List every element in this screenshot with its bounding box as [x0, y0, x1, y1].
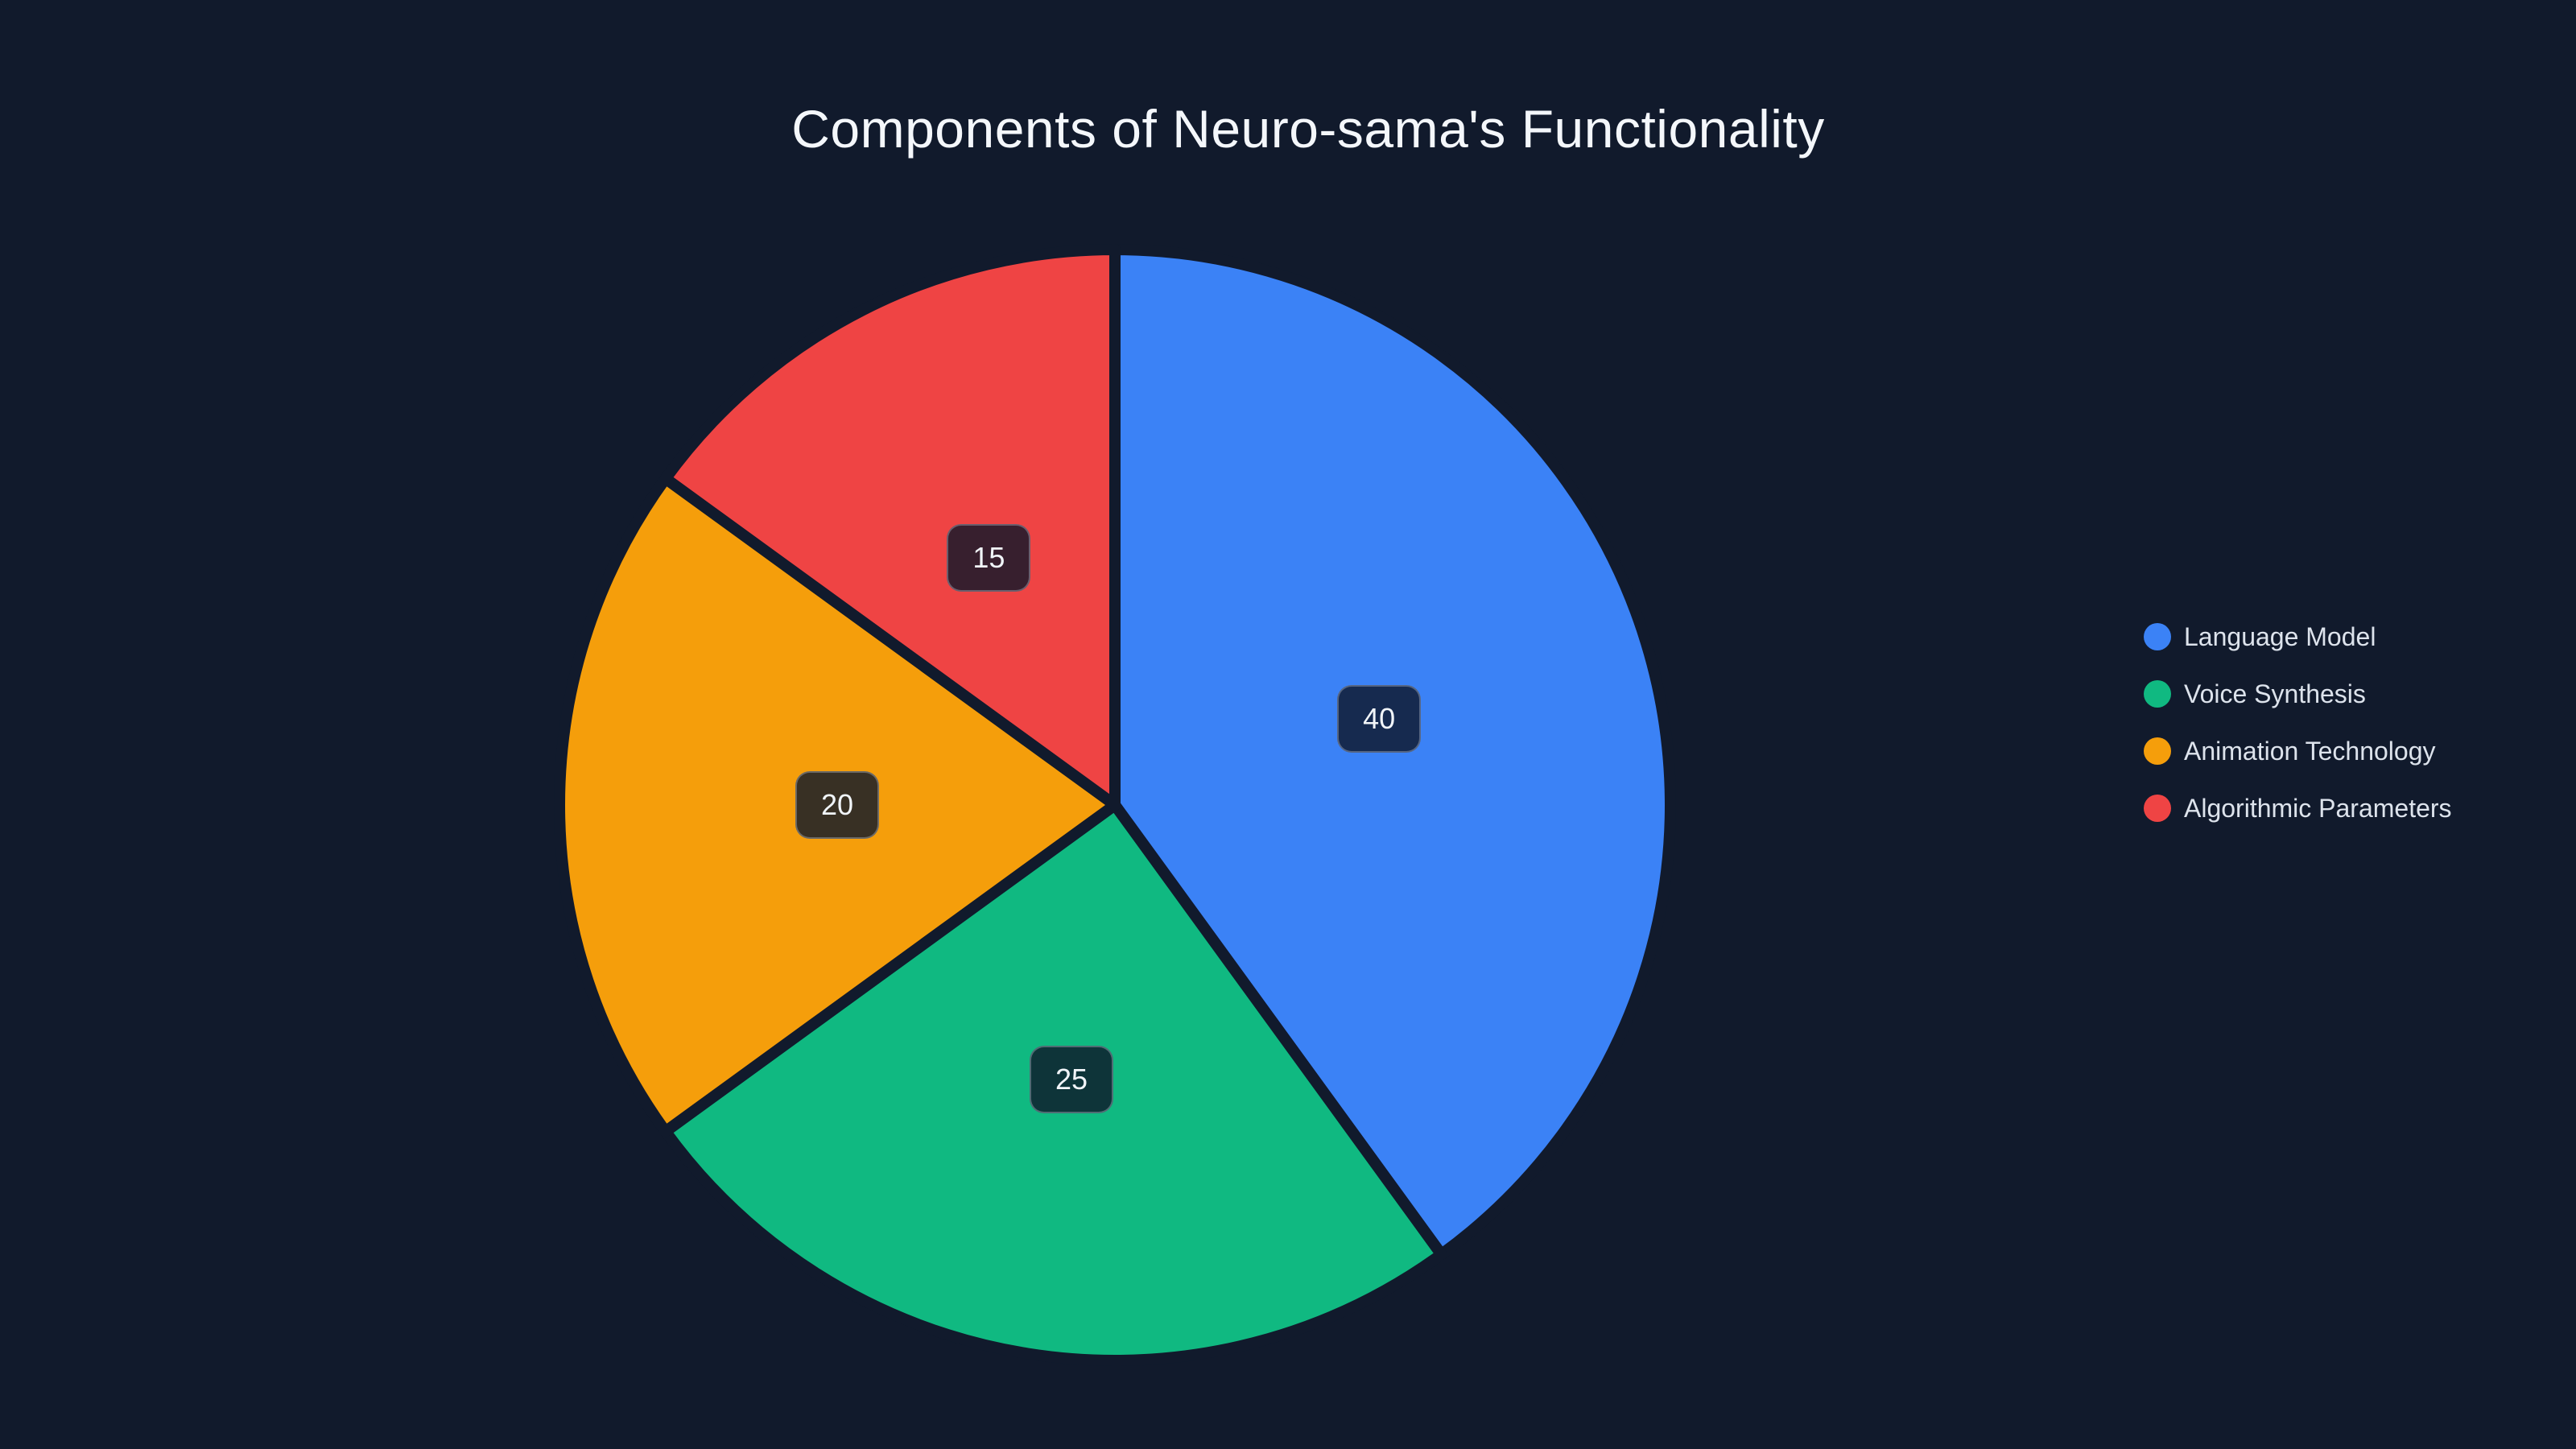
- legend-item-algorithmic-parameters[interactable]: Algorithmic Parameters: [2144, 793, 2452, 824]
- legend-item-animation-technology[interactable]: Animation Technology: [2144, 736, 2452, 766]
- chart-title: Components of Neuro-sama's Functionality: [791, 99, 1825, 159]
- pie-slice-separator: [554, 473, 1121, 1137]
- legend-item-language-model[interactable]: Language Model: [2144, 621, 2452, 652]
- pie-slice-separator: [659, 244, 1121, 811]
- legend-swatch-icon: [2144, 737, 2171, 765]
- pie-slice-separator: [659, 799, 1447, 1366]
- legend-item-label: Voice Synthesis: [2184, 679, 2366, 708]
- slice-value-label-language-model: 40: [1337, 685, 1422, 753]
- legend-item-label: Animation Technology: [2184, 737, 2436, 766]
- legend-swatch-icon: [2144, 623, 2171, 650]
- legend-item-label: Algorithmic Parameters: [2184, 794, 2452, 823]
- pie-slice-separator: [1109, 244, 1676, 1261]
- legend-item-label: Language Model: [2184, 622, 2376, 651]
- pie-slice-algorithmic-parameters[interactable]: [665, 250, 1115, 805]
- legend-item-voice-synthesis[interactable]: Voice Synthesis: [2144, 679, 2452, 709]
- legend-swatch-icon: [2144, 680, 2171, 708]
- slice-value-label-algorithmic-parameters: 15: [947, 523, 1031, 592]
- slice-value-label-voice-synthesis: 25: [1029, 1045, 1114, 1113]
- slice-value-label-animation-technology: 20: [795, 771, 880, 839]
- legend-swatch-icon: [2144, 795, 2171, 822]
